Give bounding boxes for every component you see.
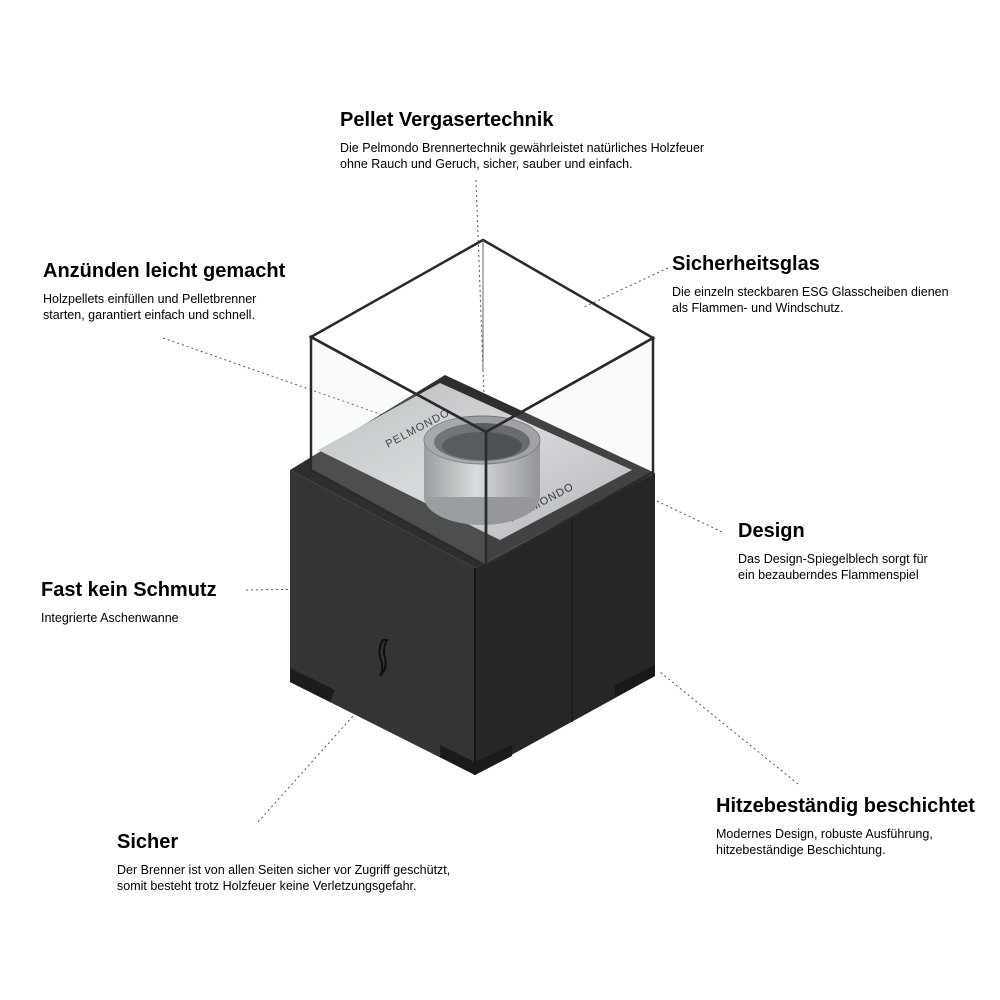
callout-pellet: Pellet Vergasertechnik Die Pelmondo Bren… [340, 108, 704, 172]
callout-schmutz: Fast kein Schmutz Integrierte Aschenwann… [41, 578, 217, 626]
callout-design: Design Das Design-Spiegelblech sorgt für… [738, 519, 928, 583]
callout-sicher-line2: somit besteht trotz Holzfeuer keine Verl… [117, 879, 417, 893]
flame-logo-icon [378, 639, 389, 677]
callout-anzuenden-text: Holzpellets einfüllen und Pelletbrenner … [43, 291, 285, 323]
callout-schmutz-line1: Integrierte Aschenwanne [41, 611, 179, 625]
callout-pellet-title: Pellet Vergasertechnik [340, 109, 554, 131]
callout-sicherheitsglas-text: Die einzeln steckbaren ESG Glasscheiben … [672, 284, 949, 316]
callout-design-line2: ein bezauberndes Flammenspiel [738, 568, 919, 582]
callout-hitze-title: Hitzebeständig beschichtet [716, 795, 975, 817]
callout-sicher-title: Sicher [117, 831, 179, 853]
callout-hitze-line2: hitzebeständige Beschichtung. [716, 843, 886, 857]
callout-design-title: Design [738, 520, 805, 542]
safety-glass [308, 238, 656, 569]
cabinet-right-face [475, 473, 655, 775]
callout-anzuenden-line1: Holzpellets einfüllen und Pelletbrenner [43, 292, 257, 306]
leader-anzuenden [162, 337, 421, 429]
callout-sicherheitsglas-line2: als Flammen- und Windschutz. [672, 301, 844, 315]
callout-anzuenden: Anzünden leicht gemacht Holzpellets einf… [43, 259, 285, 323]
callout-design-text: Das Design-Spiegelblech sorgt für ein be… [738, 551, 928, 583]
callout-anzuenden-title: Anzünden leicht gemacht [43, 260, 286, 282]
cabinet-foot-left [290, 668, 335, 702]
callout-anzuenden-line2: starten, garantiert einfach und schnell. [43, 308, 255, 322]
callout-hitze-text: Modernes Design, robuste Ausführung, hit… [716, 826, 975, 858]
leader-sicher [257, 705, 363, 823]
callout-sicher: Sicher Der Brenner ist von allen Seiten … [117, 830, 450, 894]
leader-hitze [659, 671, 799, 785]
callout-schmutz-title: Fast kein Schmutz [41, 579, 217, 601]
leader-sicherheitsglas [581, 267, 669, 309]
callout-sicherheitsglas-title: Sicherheitsglas [672, 253, 820, 275]
cabinet-foot-middle [440, 745, 512, 775]
callout-pellet-line2: ohne Rauch und Geruch, sicher, sauber un… [340, 157, 633, 171]
callout-sicherheitsglas: Sicherheitsglas Die einzeln steckbaren E… [672, 252, 949, 316]
callout-sicher-line1: Der Brenner ist von allen Seiten sicher … [117, 863, 451, 877]
callout-sicher-text: Der Brenner ist von allen Seiten sicher … [117, 862, 450, 894]
callout-hitze: Hitzebeständig beschichtet Modernes Desi… [716, 794, 975, 858]
callout-sicherheitsglas-line1: Die einzeln steckbaren ESG Glasscheiben … [672, 285, 949, 299]
callout-hitze-line1: Modernes Design, robuste Ausführung, [716, 827, 933, 841]
cabinet-foot-right [615, 665, 655, 697]
cabinet-left-face [290, 470, 475, 775]
callout-design-line1: Das Design-Spiegelblech sorgt für [738, 552, 928, 566]
callout-schmutz-text: Integrierte Aschenwanne [41, 610, 217, 626]
callout-pellet-line1: Die Pelmondo Brennertechnik gewährleiste… [340, 141, 705, 155]
callout-pellet-text: Die Pelmondo Brennertechnik gewährleiste… [340, 140, 704, 172]
glass-top-edge [308, 238, 656, 434]
pellet-burner [423, 415, 541, 525]
